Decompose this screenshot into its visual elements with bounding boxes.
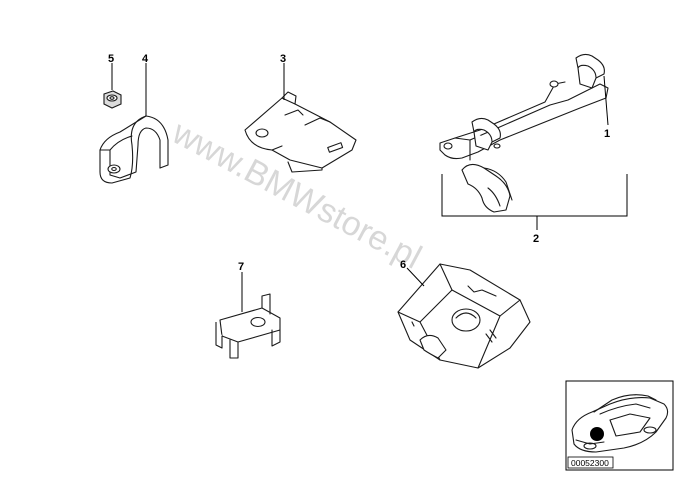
part-1-holder[interactable] <box>439 53 609 213</box>
part-5-nut[interactable] <box>103 90 122 109</box>
part-3-bracket[interactable] <box>244 91 357 173</box>
label-1: 1 <box>604 128 610 140</box>
part-7-clip[interactable] <box>215 293 281 359</box>
leader-1 <box>603 75 609 126</box>
label-6: 6 <box>400 259 406 271</box>
diagram-code: 00052300 <box>571 458 609 468</box>
label-3: 3 <box>280 53 286 65</box>
label-5: 5 <box>108 53 114 65</box>
leader-6 <box>406 267 425 287</box>
part-6-housing[interactable] <box>397 263 531 369</box>
label-7: 7 <box>238 261 244 273</box>
location-marker-dot <box>590 427 604 441</box>
label-4: 4 <box>142 53 149 65</box>
part-4-clamp[interactable] <box>99 115 169 184</box>
group-bracket-line <box>441 174 628 217</box>
label-2: 2 <box>533 233 539 245</box>
car-location-thumbnail[interactable]: 00052300 <box>565 380 674 471</box>
